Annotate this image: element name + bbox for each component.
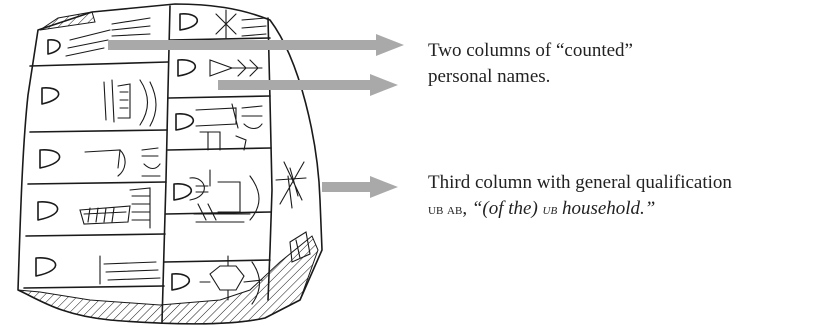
- term-ub-ab: UB AB: [428, 202, 463, 218]
- caption-names-line1: Two columns of “counted”: [428, 40, 633, 61]
- separator: ,: [462, 198, 472, 219]
- translation: “(of the) UB household.”: [472, 198, 656, 219]
- pointer-arrow-1: [108, 34, 404, 56]
- signs-col1: [65, 17, 161, 285]
- case-markers-col1: [35, 39, 61, 277]
- tablet-outline: [17, 3, 323, 325]
- caption-qualification: Third column with general qualification …: [428, 170, 732, 223]
- signs-col3: [275, 161, 311, 263]
- column-divider-1: [161, 5, 171, 323]
- translation-rest: household.”: [557, 198, 656, 219]
- caption-qualification-line1: Third column with general qualification: [428, 172, 732, 193]
- term-ub: UB: [542, 202, 558, 218]
- column-divider-2: [267, 17, 273, 301]
- pointer-arrow-3: [322, 176, 398, 198]
- row-lines-col1: [23, 61, 169, 289]
- caption-personal-names: Two columns of “counted” personal names.: [428, 38, 633, 90]
- translation-open: “(of the): [471, 198, 543, 219]
- pointer-arrow-2: [218, 74, 398, 96]
- signs-col2: [189, 9, 267, 305]
- case-markers-col2: [171, 13, 199, 291]
- caption-qualification-line2: UB AB, “(of the) UB household.”: [428, 196, 732, 223]
- caption-names-line2: personal names.: [428, 66, 551, 87]
